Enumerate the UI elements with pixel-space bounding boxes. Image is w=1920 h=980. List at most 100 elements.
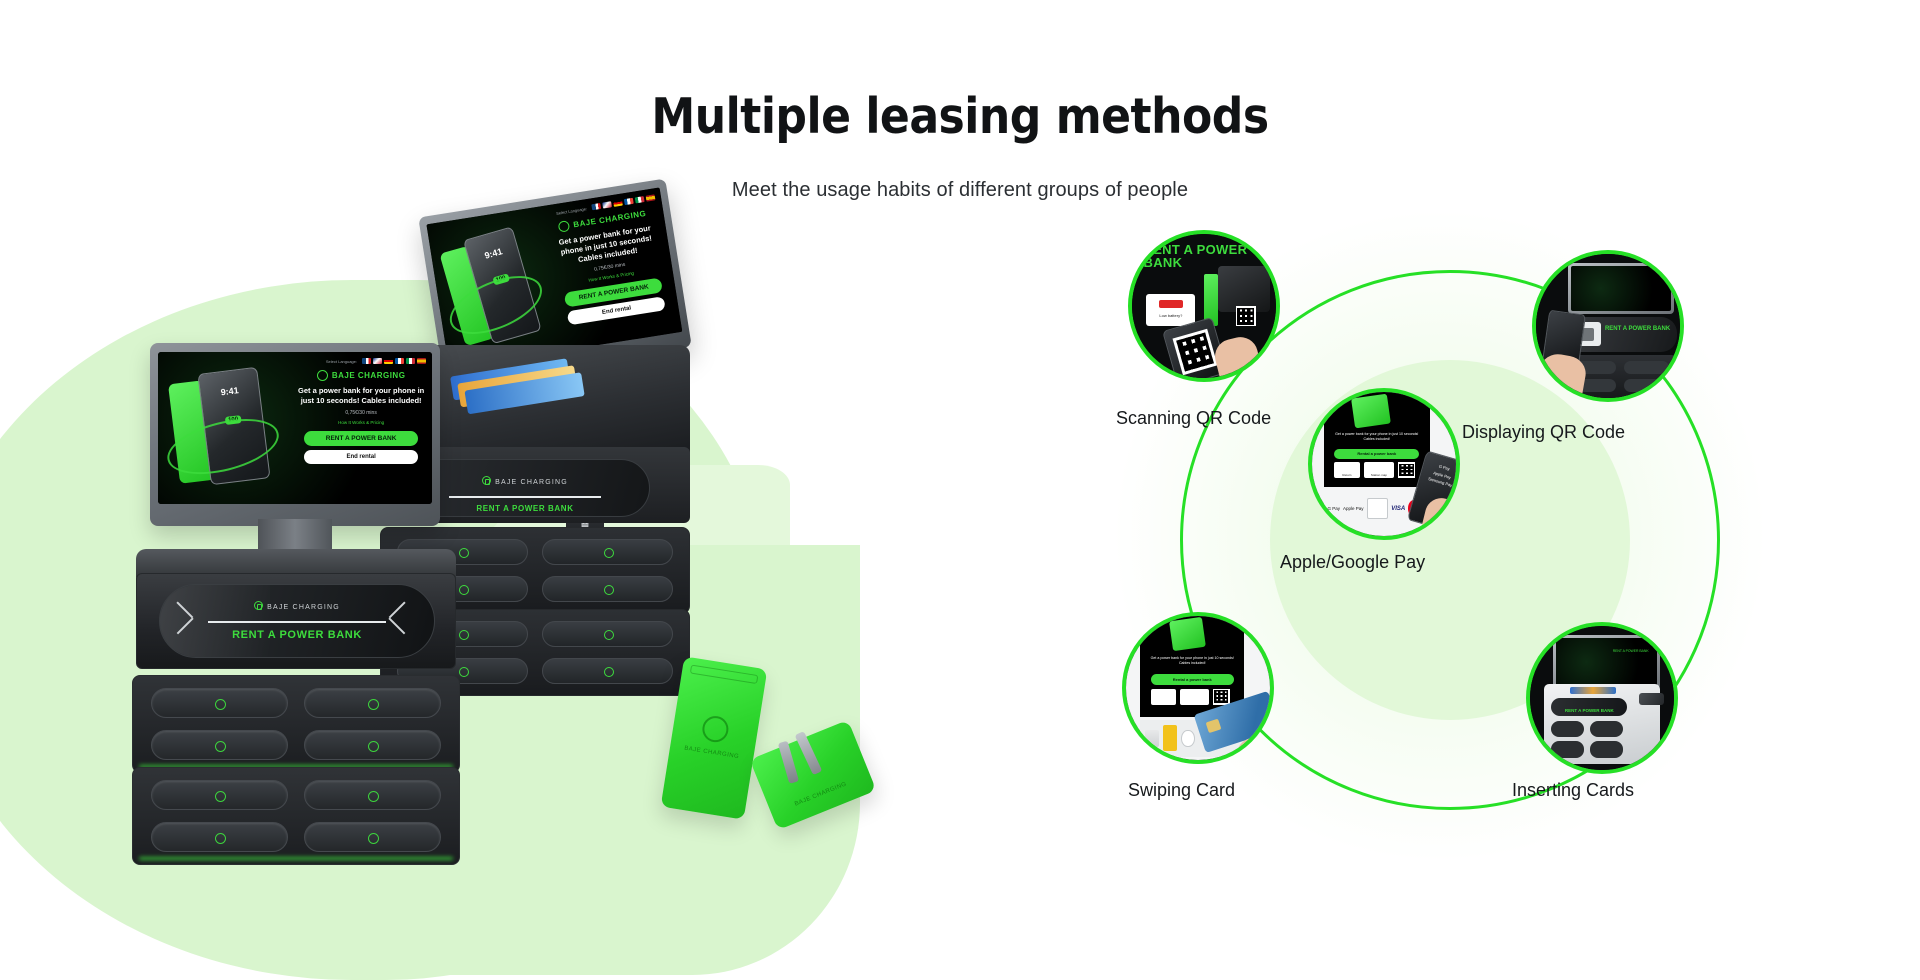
- powerbank-slot[interactable]: [1551, 720, 1584, 738]
- flag-fr-icon[interactable]: [395, 358, 404, 364]
- flag-it-icon[interactable]: [406, 358, 415, 364]
- kiosk-mini-monitor: RENT A POWER BANK: [1553, 634, 1660, 690]
- powerbank-slot[interactable]: [151, 822, 288, 852]
- pay-rental-button[interactable]: Rental a power bank: [1334, 449, 1420, 459]
- node-scanning-qr-code[interactable]: RENT A POWER BANK Low battery?: [1128, 230, 1280, 382]
- kiosk-front-panel-cta: RENT A POWER BANK: [232, 629, 362, 641]
- swipe-qr-icon: [1212, 688, 1230, 705]
- card-terminal-icon: [1162, 725, 1178, 752]
- panel-divider: [208, 621, 386, 623]
- gpay-logo: G Pay: [1327, 506, 1341, 512]
- kiosk-mini-screen: RENT A POWER BANK: [1556, 637, 1657, 687]
- flag-uk-icon[interactable]: [373, 358, 382, 364]
- powerbank-slot[interactable]: [151, 730, 288, 760]
- card-insert-slot[interactable]: [1638, 693, 1665, 705]
- powerbank-slot[interactable]: [542, 539, 673, 565]
- kiosk-mini-art: Get a power bank for your phone in just …: [1126, 616, 1270, 760]
- powerbank-slot[interactable]: [1551, 741, 1584, 758]
- swipe-tile-return[interactable]: [1150, 688, 1176, 705]
- panel-divider: [449, 496, 601, 498]
- powerbank-slot[interactable]: [542, 658, 673, 684]
- swipe-rental-button[interactable]: Rental a power bank: [1150, 674, 1234, 685]
- baje-mark-icon: [316, 370, 328, 381]
- language-selector[interactable]: Select Language:: [326, 358, 426, 364]
- slot-bank-glow: [139, 857, 453, 860]
- pay-screen-headline: Get a power bank for your phone in just …: [1335, 431, 1419, 441]
- powerbank-slot[interactable]: [304, 780, 441, 810]
- flag-cz-icon[interactable]: [362, 358, 371, 364]
- pay-tile-return[interactable]: Return: [1334, 462, 1360, 478]
- flag-es-icon[interactable]: [417, 358, 426, 364]
- white-kiosk-cta: RENT A POWER BANK: [1564, 707, 1614, 713]
- label-inserting-cards: Inserting Cards: [1512, 780, 1635, 800]
- label-apple-google-pay: Apple/Google Pay: [1280, 552, 1426, 572]
- label-displaying-qr-code: Displaying QR Code: [1462, 422, 1626, 442]
- kiosk-brand-logo: BAJE CHARGING: [316, 370, 406, 381]
- kiosk-mini-art: RENT A POWER BANK Low battery?: [1132, 234, 1276, 378]
- powerbank-slot[interactable]: [1623, 378, 1670, 392]
- baje-mark-icon: [700, 714, 731, 744]
- node-displaying-qr-code[interactable]: RENT A POWER BANK: [1532, 250, 1684, 402]
- label-scanning-qr-code: Scanning QR Code: [1116, 408, 1272, 428]
- insert-screen-text: RENT A POWER BANK: [1612, 648, 1649, 653]
- end-rental-button[interactable]: End rental: [304, 450, 419, 465]
- flag-de-icon[interactable]: [384, 358, 393, 364]
- kiosk-mini-dark-panel: [1218, 265, 1271, 312]
- kiosk-price: 0,75€/30 mins: [593, 262, 626, 274]
- kiosk-headline: Get a power bank for your phone in just …: [297, 386, 425, 406]
- powerbank-slot[interactable]: [304, 822, 441, 852]
- kiosk-front-monitor: 9:41 100 Select Language:: [150, 343, 440, 526]
- powerbank-slot[interactable]: [304, 730, 441, 760]
- flag-it-icon[interactable]: [634, 196, 645, 204]
- low-battery-card: Low battery?: [1146, 294, 1196, 327]
- applepay-logo: Apple Pay: [1343, 506, 1364, 512]
- card-logos-icon: [1145, 729, 1159, 747]
- node-inserting-cards[interactable]: RENT A POWER BANK RENT A POWER BANK: [1526, 622, 1678, 774]
- swipe-tile-station-map[interactable]: [1179, 688, 1209, 705]
- powerbank-slot[interactable]: [151, 688, 288, 718]
- node-swiping-card[interactable]: Get a power bank for your phone in just …: [1122, 612, 1274, 764]
- flag-cz-icon[interactable]: [591, 202, 602, 211]
- kiosk-brand-name: BAJE CHARGING: [331, 371, 406, 380]
- powerbank-slot[interactable]: [1590, 720, 1623, 738]
- node-apple-google-pay[interactable]: Get a power bank for your phone in just …: [1308, 388, 1460, 540]
- label-swiping-card: Swiping Card: [1128, 780, 1236, 800]
- node-kiosk-text: RENT A POWER BANK: [1604, 326, 1671, 333]
- kiosk-front-panel: BAJE CHARGING RENT A POWER BANK: [136, 573, 456, 669]
- usb-cable-icon: [794, 731, 823, 776]
- rent-power-bank-button[interactable]: RENT A POWER BANK: [304, 431, 419, 447]
- kiosk-mini-art: Get a power bank for your phone in just …: [1312, 392, 1456, 536]
- white-kiosk-body: RENT A POWER BANK: [1544, 683, 1665, 765]
- phone-time-label: 9:41: [220, 385, 240, 399]
- product-photo-scene: 9:41 100 Select Language:: [0, 178, 960, 980]
- powerbank-render-icon: [1169, 616, 1207, 652]
- node-kiosk-text: RENT A POWER BANK: [1143, 241, 1248, 271]
- powerbank-slot[interactable]: [1623, 360, 1670, 374]
- baje-mark-icon: [254, 601, 264, 610]
- powerbank-slot[interactable]: [542, 576, 673, 602]
- flag-uk-icon[interactable]: [602, 201, 612, 209]
- powerbank-slot[interactable]: [151, 780, 288, 810]
- flag-es-icon[interactable]: [645, 194, 656, 202]
- power-bank-cap: [690, 664, 758, 684]
- pay-kiosk-screen: Get a power bank for your phone in just …: [1323, 392, 1431, 488]
- pay-tile-station-map[interactable]: Station map: [1364, 462, 1394, 478]
- slot-bank-glow: [139, 765, 453, 768]
- language-label: Select Language:: [325, 359, 357, 364]
- how-it-works-link[interactable]: How It Works & Pricing: [338, 420, 385, 426]
- powerbank-slot[interactable]: [542, 621, 673, 647]
- powerbank-slot[interactable]: [1590, 741, 1623, 758]
- visa-logo: VISA: [1391, 505, 1406, 512]
- powerbank-slot[interactable]: [304, 688, 441, 718]
- kiosk-qr-icon: [1235, 306, 1256, 327]
- leasing-methods-diagram: RENT A POWER BANK Low battery? Scanning …: [1060, 200, 1820, 900]
- flag-de-icon[interactable]: [613, 199, 623, 207]
- flag-fr-icon[interactable]: [623, 197, 634, 206]
- language-label: Select Language:: [555, 206, 588, 216]
- baje-mark-icon: [557, 220, 571, 233]
- page-title: Multiple leasing methods: [651, 88, 1269, 145]
- page-header: Multiple leasing methods Meet the usage …: [0, 0, 1920, 202]
- swipe-screen-headline: Get a power bank for your phone in just …: [1150, 656, 1234, 665]
- kiosk-rear-panel-cta: RENT A POWER BANK: [476, 504, 574, 513]
